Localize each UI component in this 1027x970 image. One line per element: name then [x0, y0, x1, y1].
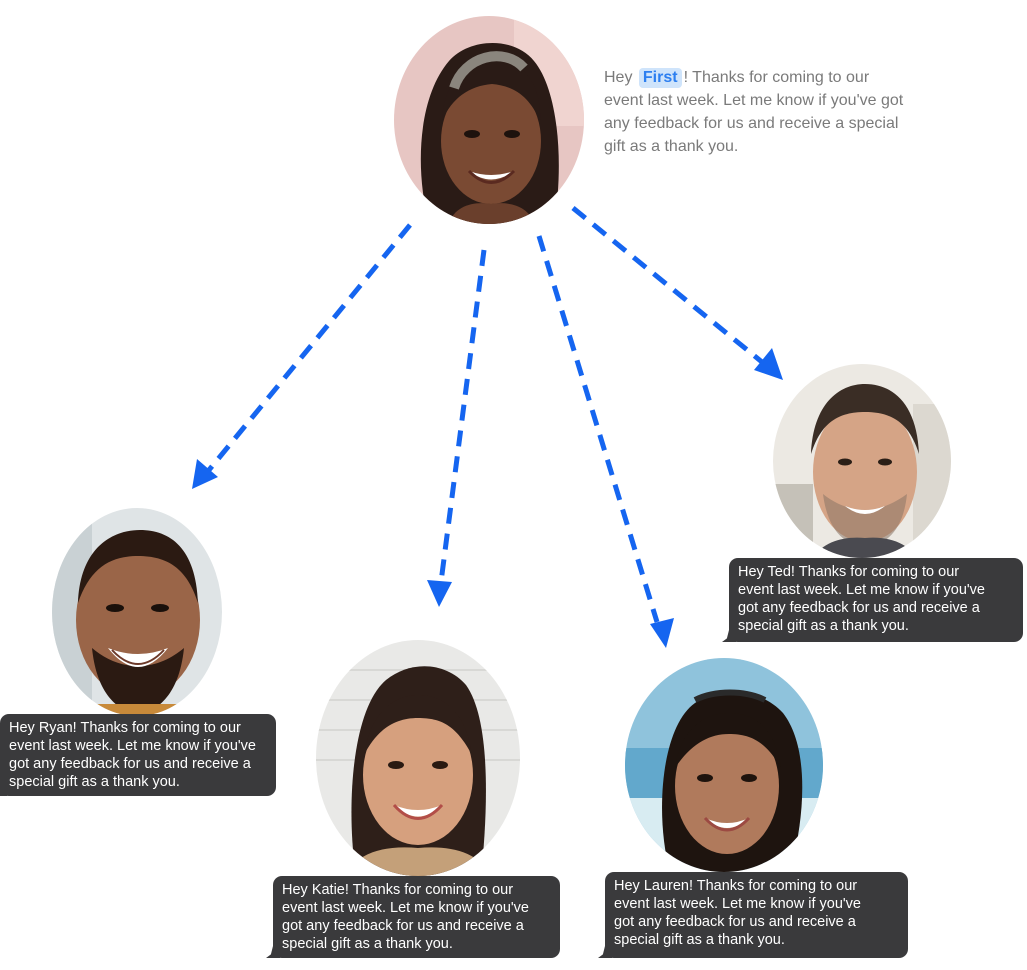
message-bubble-lauren: Hey Lauren! Thanks for coming to our eve… [605, 872, 908, 958]
template-message: Hey First! Thanks for coming to our even… [604, 66, 904, 158]
message-bubble-ryan: Hey Ryan! Thanks for coming to our event… [0, 714, 276, 796]
recipient-avatar-ted [773, 364, 951, 558]
arrow-to-katie [438, 249, 487, 583]
recipient-avatar-katie [316, 640, 520, 876]
message-bubble-ted: Hey Ted! Thanks for coming to our event … [729, 558, 1023, 642]
arrowhead-lauren [650, 618, 674, 648]
recipient-avatar-ryan [52, 508, 222, 716]
first-name-merge-tag[interactable]: First [638, 68, 682, 88]
arrowhead-ted [754, 348, 783, 380]
template-body: ! Thanks for coming to our event last we… [604, 69, 904, 155]
arrowhead-ryan [192, 459, 218, 489]
message-bubble-katie: Hey Katie! Thanks for coming to our even… [273, 876, 560, 958]
recipient-avatar-lauren [625, 658, 823, 872]
arrowhead-katie [427, 580, 452, 607]
template-greeting: Hey [604, 69, 633, 86]
arrow-to-lauren [536, 235, 660, 623]
arrow-to-ryan [207, 223, 412, 472]
arrow-to-ted [571, 206, 764, 364]
sender-avatar [394, 16, 584, 224]
